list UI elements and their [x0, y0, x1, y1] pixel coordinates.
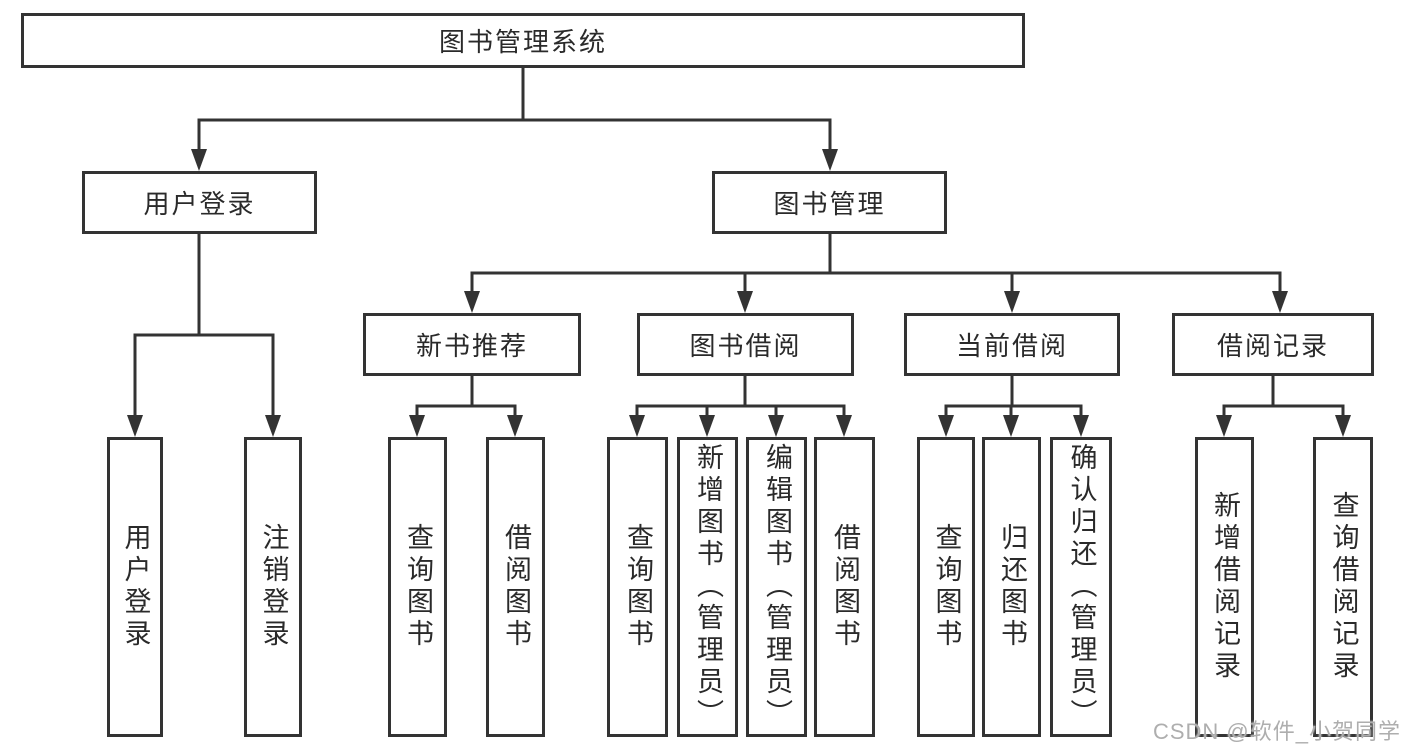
arrowhead [464, 291, 480, 313]
leaf-borrowing-edit-label: 编辑图书（管理员） [762, 443, 792, 731]
leaf-borrowing-add-label: 新增图书（管理员） [693, 443, 723, 731]
node-root: 图书管理系统 [21, 13, 1025, 68]
leaf-user-login: 用户登录 [107, 437, 163, 737]
arrowhead [629, 415, 645, 437]
leaf-newbook-borrow-label: 借阅图书 [501, 523, 531, 651]
leaf-logout-label: 注销登录 [258, 523, 289, 651]
arrowhead [1335, 415, 1351, 437]
arrowhead [768, 415, 784, 437]
arrowhead [1272, 291, 1288, 313]
connector-borrowing-to-leaves [635, 374, 846, 421]
leaf-records-search: 查询借阅记录 [1313, 437, 1373, 737]
connector-bookmgmt-to-level3 [470, 232, 1282, 297]
leaf-borrowing-search: 查询图书 [607, 437, 668, 737]
node-book-borrowing: 图书借阅 [637, 313, 854, 376]
arrowhead [127, 415, 143, 437]
arrowhead [507, 415, 523, 437]
leaf-logout: 注销登录 [244, 437, 302, 737]
node-book-management-label: 图书管理 [773, 189, 886, 219]
leaf-records-search-label: 查询借阅记录 [1328, 491, 1359, 683]
node-borrowing-records: 借阅记录 [1172, 313, 1374, 376]
node-book-management: 图书管理 [712, 171, 947, 234]
leaf-borrowing-borrow-label: 借阅图书 [830, 523, 860, 651]
arrowhead [836, 415, 852, 437]
node-root-label: 图书管理系统 [438, 27, 607, 57]
node-new-book-recommend-label: 新书推荐 [415, 331, 528, 361]
arrowhead [409, 415, 425, 437]
leaf-borrowing-add: 新增图书（管理员） [677, 437, 738, 737]
connector-root-to-level2 [197, 66, 832, 155]
arrowhead [191, 149, 207, 171]
leaf-current-return: 归还图书 [982, 437, 1041, 737]
connector-records-to-leaves [1222, 374, 1345, 421]
leaf-records-add: 新增借阅记录 [1195, 437, 1254, 737]
arrowhead [265, 415, 281, 437]
node-new-book-recommend: 新书推荐 [363, 313, 581, 376]
leaf-current-confirm-return-label: 确认归还（管理员） [1066, 443, 1097, 731]
node-user-login: 用户登录 [82, 171, 317, 234]
watermark: CSDN @软件_小贺同学 [1152, 719, 1401, 744]
leaf-user-login-label: 用户登录 [120, 523, 151, 651]
leaf-newbook-search-label: 查询图书 [403, 523, 433, 651]
arrowhead [822, 149, 838, 171]
leaf-borrowing-search-label: 查询图书 [623, 523, 653, 651]
leaf-current-return-label: 归还图书 [997, 523, 1027, 651]
leaf-newbook-search: 查询图书 [388, 437, 447, 737]
leaf-records-add-label: 新增借阅记录 [1210, 491, 1240, 683]
arrowhead [699, 415, 715, 437]
leaf-newbook-borrow: 借阅图书 [486, 437, 545, 737]
node-borrowing-records-label: 借阅记录 [1216, 331, 1329, 361]
node-current-borrowing: 当前借阅 [904, 313, 1120, 376]
leaf-current-search: 查询图书 [917, 437, 975, 737]
arrowhead [1003, 415, 1019, 437]
arrowhead [1004, 291, 1020, 313]
leaf-current-search-label: 查询图书 [931, 523, 962, 651]
connector-current-to-leaves [944, 374, 1083, 421]
leaf-borrowing-borrow: 借阅图书 [814, 437, 875, 737]
arrowhead [737, 291, 753, 313]
node-user-login-label: 用户登录 [143, 189, 256, 219]
node-current-borrowing-label: 当前借阅 [955, 331, 1068, 361]
connector-newbook-to-leaves [415, 374, 517, 421]
leaf-borrowing-edit: 编辑图书（管理员） [746, 437, 807, 737]
arrowhead [1073, 415, 1089, 437]
arrowhead [1216, 415, 1232, 437]
leaf-current-confirm-return: 确认归还（管理员） [1050, 437, 1112, 737]
node-book-borrowing-label: 图书借阅 [689, 331, 802, 361]
arrowhead [938, 415, 954, 437]
connector-userlogin-to-leaves [133, 232, 275, 421]
